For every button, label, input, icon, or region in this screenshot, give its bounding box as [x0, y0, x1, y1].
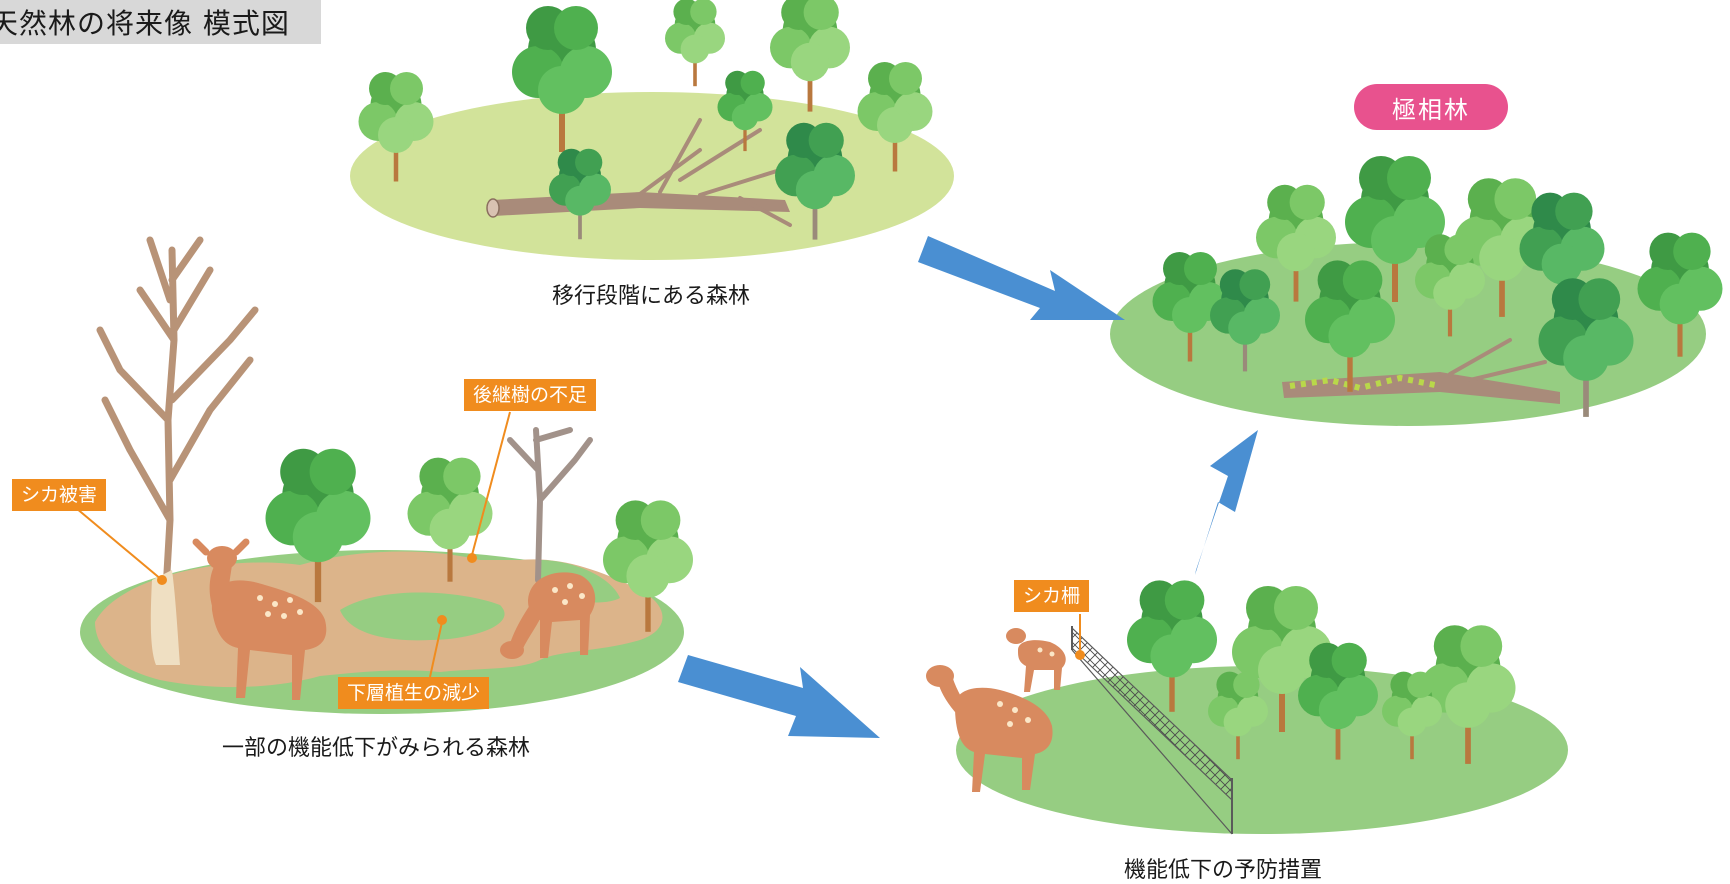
tree-icon	[265, 448, 371, 603]
tree-icon	[549, 148, 611, 240]
arrow-transition-to-climax	[918, 236, 1125, 320]
fawn	[1006, 628, 1066, 692]
label-understory-decline: 下層植生の減少	[338, 677, 490, 709]
deer-walking	[926, 665, 1053, 792]
deer-grazing	[500, 572, 596, 659]
leader-lines	[75, 411, 1085, 678]
deer-standing	[192, 538, 327, 700]
label-successor-shortage: 後継樹の不足	[464, 379, 597, 411]
transition-trees	[358, 0, 933, 240]
tree-icon	[1454, 178, 1550, 317]
transition-forest-island	[350, 0, 954, 260]
tree-icon	[1210, 269, 1281, 372]
climax-forest-badge: 極相林	[1354, 84, 1508, 130]
arrow-degraded-to-prevention	[678, 655, 880, 738]
dead-tree	[96, 236, 259, 665]
page-title: 天然林の将来像 模式図	[0, 7, 290, 40]
degraded-forest-island	[80, 236, 693, 714]
label-deer-fence: シカ柵	[1014, 580, 1090, 612]
protected-trees	[1127, 580, 1516, 764]
arrows	[678, 236, 1258, 738]
tree-icon	[770, 0, 850, 112]
tree-icon	[1152, 252, 1228, 362]
tree-icon	[358, 72, 434, 182]
tree-icon	[1538, 278, 1634, 417]
deer-fence	[1071, 626, 1233, 835]
climax-trees	[1152, 156, 1723, 417]
label-deer-damage: シカ被害	[12, 479, 107, 511]
caption-degraded: 一部の機能低下がみられる森林	[222, 736, 531, 761]
tree-icon	[857, 62, 933, 172]
climax-forest-island	[1110, 156, 1723, 426]
degraded-trees	[265, 448, 693, 632]
tree-icon	[665, 0, 726, 87]
title-box: 天然林の将来像 模式図	[0, 0, 321, 44]
tree-icon	[407, 457, 493, 582]
dead-tree-small	[507, 427, 593, 583]
caption-transition: 移行段階にある森林	[552, 284, 751, 309]
tree-icon	[775, 122, 855, 240]
tree-icon	[1382, 671, 1442, 760]
prevention-island	[926, 580, 1568, 835]
caption-prevention: 機能低下の予防措置	[1124, 858, 1323, 883]
tree-icon	[1637, 232, 1723, 357]
tree-icon	[1298, 642, 1378, 760]
tree-icon	[1415, 234, 1486, 337]
arrow-prevention-to-climax	[1195, 430, 1258, 575]
tree-icon	[1305, 260, 1395, 392]
tree-icon	[1345, 156, 1445, 302]
tree-icon	[717, 70, 773, 152]
tree-icon	[1519, 192, 1605, 317]
tree-icon	[512, 6, 612, 152]
tree-icon	[603, 500, 693, 632]
tree-icon	[1420, 625, 1516, 764]
tree-icon	[1127, 580, 1217, 712]
tree-icon	[1208, 671, 1268, 760]
tree-icon	[1256, 184, 1336, 302]
